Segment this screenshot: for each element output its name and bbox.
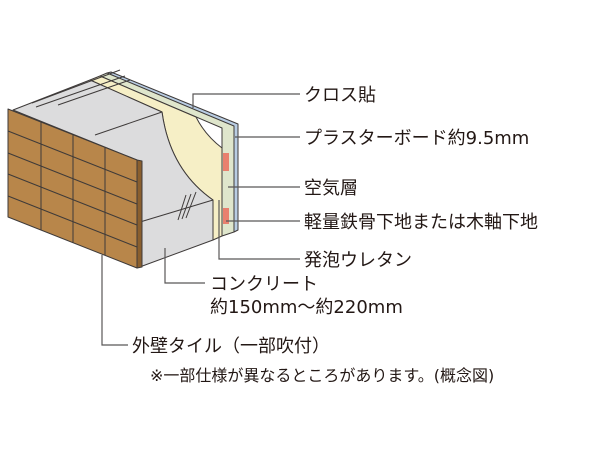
label-concrete: コンクリート [210, 274, 318, 295]
leader-concrete [164, 248, 205, 284]
label-cloth: クロス貼 [304, 85, 376, 106]
leader-urethane [218, 200, 300, 260]
label-air-layer: 空気層 [304, 178, 358, 199]
label-tile: 外壁タイル（一部吹付） [132, 336, 330, 357]
concrete-body [12, 79, 214, 269]
label-concrete-thickness: 約150mm～約220mm [210, 297, 403, 318]
leader-cloth [192, 93, 300, 108]
diagram-note: ※一部仕様が異なるところがあります。(概念図) [150, 366, 494, 385]
frame-member [223, 208, 229, 224]
frame-member [223, 153, 229, 171]
leader-tile [101, 255, 128, 346]
air-layer [99, 72, 235, 237]
label-frame: 軽量鉄骨下地または木軸下地 [304, 212, 538, 233]
exterior-tile-face [7, 108, 143, 269]
label-plasterboard: プラスターボード約9.5mm [304, 128, 529, 149]
label-urethane: 発泡ウレタン [304, 250, 412, 271]
